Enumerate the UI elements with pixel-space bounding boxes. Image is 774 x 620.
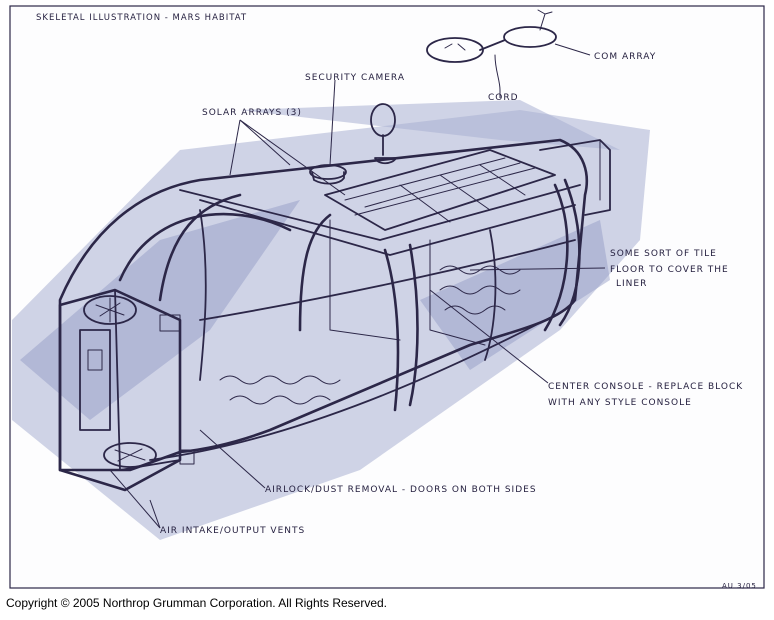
artist-signature: AU 3/05	[722, 582, 757, 590]
security-camera-label: SECURITY CAMERA	[305, 73, 405, 83]
solar-arrays-label: SOLAR ARRAYS (3)	[202, 108, 302, 118]
security-camera-device	[309, 164, 347, 185]
com-array-label: COM ARRAY	[594, 52, 656, 62]
habitat-sketch: SKELETAL ILLUSTRATION - MARS HABITAT	[9, 5, 765, 590]
satellite-dish	[370, 103, 397, 165]
cord-label: CORD	[488, 93, 519, 103]
center-console-label-line2: WITH ANY STYLE CONSOLE	[548, 398, 692, 408]
leader-lines	[109, 43, 606, 529]
airlock-label: AIRLOCK/DUST REMOVAL - DOORS ON BOTH SID…	[265, 485, 537, 495]
habitat-body	[58, 138, 611, 472]
center-console-label-line1: CENTER CONSOLE - REPLACE BLOCK	[548, 382, 743, 392]
sketch-title: SKELETAL ILLUSTRATION - MARS HABITAT	[36, 13, 247, 23]
copyright-notice: Copyright © 2005 Northrop Grumman Corpor…	[6, 596, 388, 610]
tile-floor-label-line1: SOME SORT OF TILE	[610, 249, 717, 259]
airlock-module	[58, 288, 195, 492]
com-array-device	[426, 9, 557, 91]
solar-panel	[324, 149, 556, 231]
air-vents-label: AIR INTAKE/OUTPUT VENTS	[160, 526, 305, 536]
tile-floor-label-line2: FLOOR TO COVER THE	[610, 265, 729, 275]
tile-floor-label-line3: LINER	[616, 279, 647, 289]
